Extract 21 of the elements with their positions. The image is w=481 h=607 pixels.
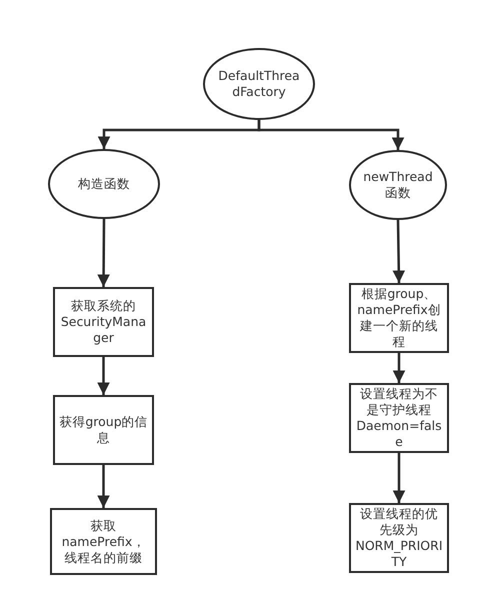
arrow [392,353,406,383]
node-label: 构造函数 [77,176,131,192]
arrow [392,220,406,284]
process-box [53,395,154,465]
node-label: DefaultThreadFactory [217,68,301,100]
node-label: 设置线程为不是守护线程Daemon=false [355,386,443,450]
arrow [97,465,110,508]
process-box [53,287,154,357]
arrow [258,120,404,150]
node-label: 获得group的信息 [58,414,148,446]
node-label: 获取namePrefix，线程名的前缀 [60,518,146,566]
arrow [392,453,406,503]
process-box [50,508,157,575]
arrow [97,219,110,287]
process-box [349,283,449,353]
node-label: 获取系统的SecurityManager [60,298,148,346]
process-box [349,383,449,453]
node-label: newThread函数 [362,169,434,201]
node-label: 设置线程的优先级为NORM_PRIORITY [354,506,444,570]
node-label: 根据group、namePrefix创建一个新的线程 [356,286,442,350]
arrow [97,357,110,395]
